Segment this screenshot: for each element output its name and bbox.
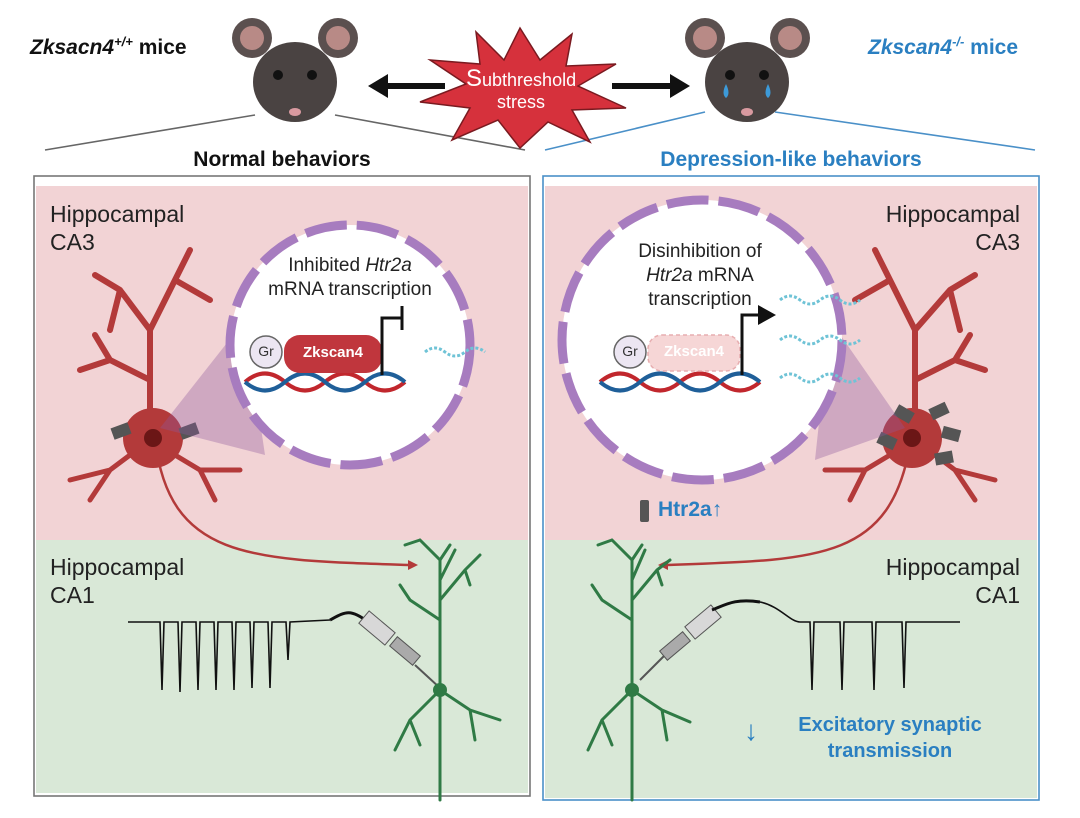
mouse-wildtype-icon: [232, 18, 358, 122]
mouse-knockout-icon: [685, 18, 810, 122]
left-panel: [33, 114, 531, 802]
receptor-icon: [640, 500, 649, 522]
right-protein-label: Zkscan4: [663, 343, 725, 360]
right-activation-mark: [740, 313, 760, 375]
left-zkscan4-protein: [284, 335, 382, 373]
right-dna: [598, 371, 762, 393]
left-heading: Normal behaviors: [193, 148, 371, 171]
arrow-right-icon: [612, 74, 690, 98]
left-gr-label: Gr: [258, 343, 274, 359]
left-ca1-neuron: [393, 538, 502, 802]
right-mouse-title: Zkscan4-/- mice: [868, 34, 1019, 59]
right-recording-trace: [759, 601, 960, 691]
left-mrna: [424, 346, 486, 358]
tear-icon: [723, 84, 729, 98]
left-ca3-neuron: [67, 247, 412, 567]
right-gr-label: Gr: [622, 343, 638, 359]
right-panel: [542, 111, 1040, 802]
right-ca1-soma: [625, 683, 639, 697]
right-gr-bubble: [613, 335, 647, 369]
right-mrna: [779, 294, 861, 384]
left-inhibition-mark: [380, 306, 404, 375]
left-dna: [243, 371, 407, 393]
stress-star: [419, 26, 627, 150]
left-ca1-region: [36, 540, 528, 793]
right-electrode: [639, 604, 722, 681]
down-arrow-icon: ↓: [744, 715, 758, 746]
right-heading: Depression-like behaviors: [660, 148, 922, 171]
receptor-label: Htr2a↑: [658, 498, 723, 521]
left-recording-trace: [128, 619, 331, 693]
arrow-left-icon: [368, 74, 445, 98]
right-ca1-neuron: [586, 538, 692, 802]
right-ca1-region: [545, 540, 1037, 798]
left-ca1-soma: [433, 683, 447, 697]
left-mouse-title: Zksacn4+/+ mice: [30, 34, 187, 59]
left-electrode: [358, 610, 441, 689]
left-nuclear-membrane: [225, 220, 475, 470]
left-protein-label: Zkscan4: [302, 344, 364, 361]
right-zkscan4-protein: [647, 334, 741, 372]
right-ca3-neuron: [663, 247, 998, 567]
left-gr-bubble: [249, 335, 283, 369]
